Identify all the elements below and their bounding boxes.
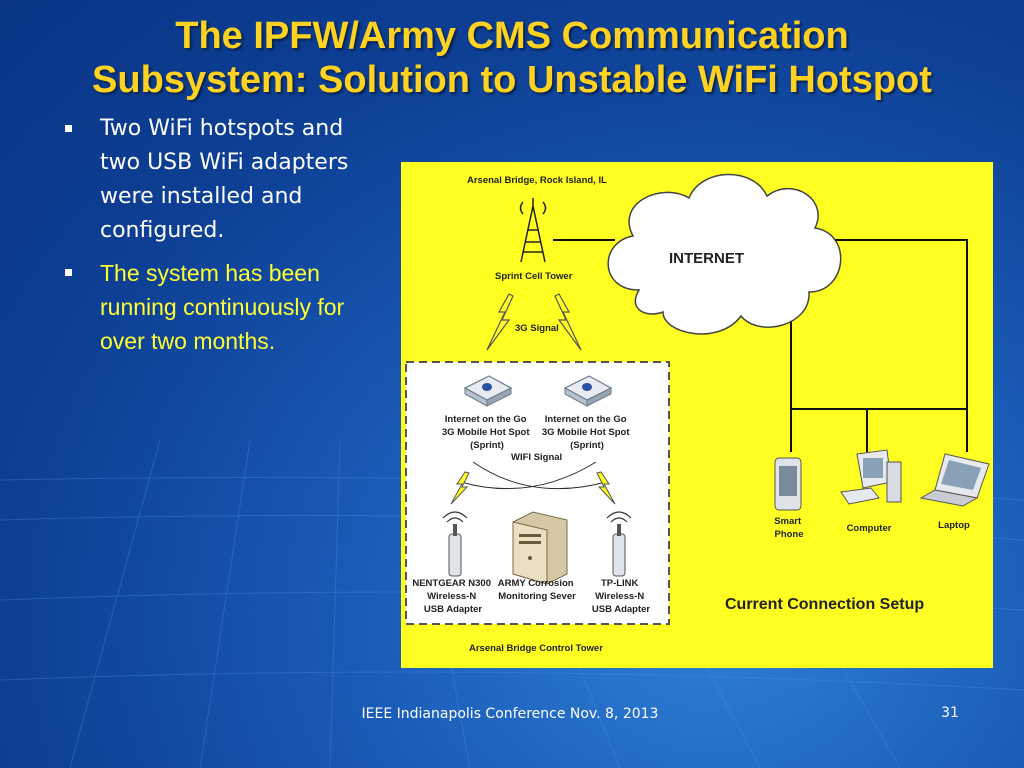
internet-cloud-icon [607,173,842,335]
bullet-list: Two WiFi hotspots and two USB WiFi adapt… [62,112,382,366]
laptop-label: Laptop [938,520,970,531]
network-diagram-svg: Arsenal Bridge, Rock Island, IL Sprint C… [405,173,990,654]
computer-label: Computer [847,523,892,534]
bullet-item: The system has been running continuously… [62,256,382,358]
adapter-right-label: TP-LINK Wireless-N USB Adapter [592,578,651,615]
usb-adapter-left-icon [442,511,468,577]
title-line-1: The IPFW/Army CMS Communication [175,15,849,57]
bullet-text: Two WiFi hotspots and two USB WiFi adapt… [100,116,349,243]
hotspot-right-icon [563,375,613,407]
adapter-left-label: NENTGEAR N300 Wireless-N USB Adapter [412,578,493,615]
slide-title: The IPFW/Army CMS Communication Subsyste… [20,14,1004,102]
bullet-text: The system has been running continuously… [100,260,345,354]
setup-caption: Current Connection Setup [725,596,924,613]
top-location-label: Arsenal Bridge, Rock Island, IL [467,175,607,186]
square-bullet-icon [65,125,72,132]
tower-label: Sprint Cell Tower [495,271,573,282]
square-bullet-icon [65,269,72,276]
network-diagram: Arsenal Bridge, Rock Island, IL Sprint C… [401,162,993,668]
hotspot-right-label: Internet on the Go 3G Mobile Hot Spot (S… [542,414,632,451]
lightning-icon [486,293,514,351]
smartphone-icon [774,457,802,511]
hotspot-left-label: Internet on the Go 3G Mobile Hot Spot (S… [442,414,532,451]
bottom-location-label: Arsenal Bridge Control Tower [469,643,603,654]
bullet-item: Two WiFi hotspots and two USB WiFi adapt… [62,112,382,248]
hotspot-left-icon [463,375,513,407]
page-number: 31 [941,705,959,721]
server-label: ARMY Corrosion Monitoring Sever [498,578,576,602]
lightning-icon [450,471,470,505]
computer-icon [840,449,902,505]
smartphone-label: Smart Phone [774,516,804,540]
footer-text: IEEE Indianapolis Conference Nov. 8, 201… [361,706,659,722]
lightning-bolts-wifi [450,471,616,505]
lightning-icon [596,471,616,505]
title-line-2: Subsystem: Solution to Unstable WiFi Hot… [92,59,932,101]
lightning-icon [554,293,582,351]
server-icon [512,511,568,585]
wifi-signal-label: WIFI Signal [511,452,562,463]
lightning-bolts-3g [486,293,582,351]
usb-adapter-right-icon [606,511,632,577]
cell-tower-icon [519,198,547,263]
laptop-icon [919,453,990,507]
3g-signal-label: 3G Signal [515,323,559,334]
internet-label: INTERNET [669,250,744,267]
